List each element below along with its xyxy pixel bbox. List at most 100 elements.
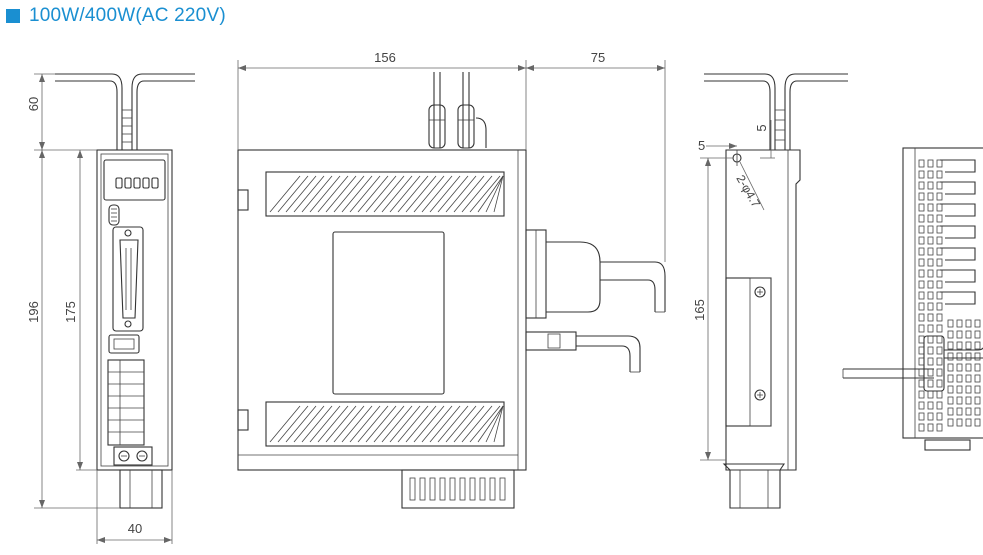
terminal-tooth [409, 477, 416, 501]
terminal-tooth [439, 477, 446, 501]
vent-slat [421, 405, 453, 443]
vent-slat [349, 175, 381, 213]
bracket-top [237, 189, 249, 211]
section-cell [956, 352, 963, 361]
section-cell [918, 214, 925, 223]
section-cell [918, 159, 925, 168]
side-encoder-plug [525, 331, 641, 373]
vent-slat [349, 405, 381, 443]
section-cell [936, 192, 943, 201]
vent-slat [421, 175, 453, 213]
mount-view: 5 5 2-φ4.7 165 [692, 73, 848, 509]
section-cell [927, 423, 934, 432]
side-top-plugs [428, 72, 487, 149]
section-cell [927, 269, 934, 278]
section-cell [927, 181, 934, 190]
section-cell [918, 412, 925, 421]
vent-slat [317, 405, 349, 443]
section-cell [918, 324, 925, 333]
vent-slat [373, 175, 405, 213]
section-cell [918, 247, 925, 256]
section-cell [927, 346, 934, 355]
section-cell [927, 236, 934, 245]
vent-slat [381, 405, 413, 443]
section-cell [936, 236, 943, 245]
dim-mount-height: 165 [692, 299, 707, 321]
section-cell [974, 352, 981, 361]
section-cell [918, 258, 925, 267]
vent-slat [413, 405, 445, 443]
section-cell [947, 374, 954, 383]
screw-top [754, 286, 766, 298]
section-cell [927, 214, 934, 223]
header: 100W/400W(AC 220V) [6, 4, 226, 28]
section-cell [936, 412, 943, 421]
vent-slat [357, 175, 389, 213]
vent-slat [317, 175, 349, 213]
section-cell [956, 319, 963, 328]
section-cell [965, 385, 972, 394]
dim-offset-x: 5 [698, 138, 705, 153]
section-cell [936, 203, 943, 212]
section-cell [918, 401, 925, 410]
section-connector [923, 335, 945, 392]
section-cell [974, 374, 981, 383]
vent-slat [477, 405, 504, 443]
vent-slat [365, 175, 397, 213]
dim-cable-height: 60 [26, 97, 41, 111]
section-cell [936, 302, 943, 311]
section-cell [965, 319, 972, 328]
section-cell [956, 363, 963, 372]
vent-slat [285, 405, 317, 443]
side-connector-plug [525, 229, 666, 319]
section-cell [974, 330, 981, 339]
vent-slat [357, 405, 389, 443]
vent-slat [413, 175, 445, 213]
dim-total-height: 196 [26, 301, 41, 323]
vent-slat [341, 175, 373, 213]
section-cell [936, 269, 943, 278]
terminal-tooth [419, 477, 426, 501]
section-cell [936, 280, 943, 289]
section-cell [927, 291, 934, 300]
front-cable-left [55, 73, 123, 150]
vent-bottom [265, 401, 505, 447]
usb-port [108, 204, 120, 226]
dsub-connector [112, 226, 144, 332]
section-cell [956, 407, 963, 416]
section-cell [927, 203, 934, 212]
vent-slat [477, 175, 504, 213]
vent-slat [405, 175, 437, 213]
vent-slat [461, 175, 493, 213]
vent-slat [389, 175, 421, 213]
terminal-block [107, 359, 145, 446]
section-cell [956, 418, 963, 427]
vent-slat [365, 405, 397, 443]
section-cell [927, 401, 934, 410]
blue-square-icon [6, 9, 20, 23]
section-cell [918, 302, 925, 311]
section-cell [936, 225, 943, 234]
front-cable-left-inner [55, 80, 118, 150]
section-cell [947, 363, 954, 372]
section-cell [936, 247, 943, 256]
front-view: 60 196 175 40 [26, 73, 195, 544]
vent-slat [381, 175, 413, 213]
section-cell [965, 352, 972, 361]
section-view [842, 147, 983, 451]
ground-terminal [113, 446, 153, 466]
vent-slat [277, 405, 309, 443]
side-bottom-terminal [401, 469, 515, 509]
vent-slat [333, 405, 365, 443]
section-cell [936, 258, 943, 267]
section-cell [974, 319, 981, 328]
vent-slat [309, 405, 341, 443]
section-cell [936, 313, 943, 322]
terminal-tooth [459, 477, 466, 501]
section-cell [936, 159, 943, 168]
section-cell [918, 236, 925, 245]
front-cable-right [131, 73, 195, 150]
section-cell [947, 418, 954, 427]
section-cell [927, 324, 934, 333]
section-cell [974, 385, 981, 394]
